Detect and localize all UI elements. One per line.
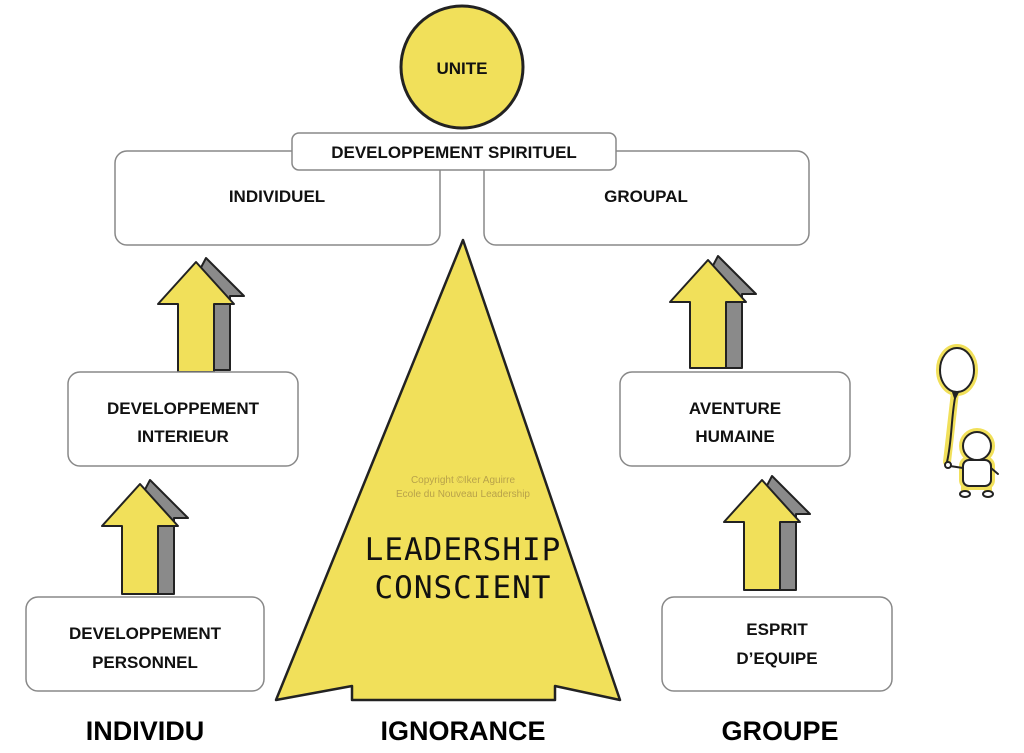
- unity-label: UNITE: [437, 59, 488, 78]
- footer-individu: INDIVIDU: [86, 716, 205, 746]
- box-developpement-personnel-line-1: DEVELOPPEMENT: [69, 624, 222, 643]
- box-aventure-humaine-line-1: AVENTURE: [689, 399, 781, 418]
- pyramid: Copyright ©Iker Aguirre Ecole du Nouveau…: [274, 238, 622, 702]
- arrow-up-icon: [157, 257, 245, 373]
- pyramid-title-line-1: LEADERSHIP: [365, 532, 562, 568]
- copyright-line-2: Ecole du Nouveau Leadership: [396, 489, 530, 500]
- spiritual-bar-label: DEVELOPPEMENT SPIRITUEL: [331, 143, 577, 162]
- box-developpement-interieur-line-1: DEVELOPPEMENT: [107, 399, 260, 418]
- box-esprit-equipe-line-2: D’EQUIPE: [736, 649, 817, 668]
- box-aventure-humaine-line-2: HUMAINE: [695, 427, 774, 446]
- arrow-up-icon: [723, 475, 811, 591]
- child-with-balloon-icon: [936, 344, 999, 498]
- box-groupal: GROUPAL: [483, 150, 810, 246]
- box-developpement-personnel: DEVELOPPEMENT PERSONNEL: [25, 596, 265, 692]
- box-esprit-equipe-line-1: ESPRIT: [746, 620, 808, 639]
- box-developpement-personnel-line-2: PERSONNEL: [92, 653, 198, 672]
- box-individuel: INDIVIDUEL: [114, 150, 441, 246]
- box-esprit-equipe: ESPRIT D’EQUIPE: [661, 596, 893, 692]
- box-individuel-label: INDIVIDUEL: [229, 187, 325, 206]
- box-developpement-interieur-line-2: INTERIEUR: [137, 427, 229, 446]
- box-developpement-interieur: DEVELOPPEMENT INTERIEUR: [67, 371, 299, 467]
- unity-circle: UNITE: [399, 4, 525, 130]
- spiritual-bar: DEVELOPPEMENT SPIRITUEL: [291, 132, 617, 171]
- box-aventure-humaine: AVENTURE HUMAINE: [619, 371, 851, 467]
- footer-groupe: GROUPE: [721, 716, 838, 746]
- footer-ignorance: IGNORANCE: [380, 716, 545, 746]
- arrow-up-icon: [669, 255, 757, 369]
- arrow-up-icon: [101, 479, 189, 595]
- pyramid-title-line-2: CONSCIENT: [375, 570, 552, 606]
- copyright-line-1: Copyright ©Iker Aguirre: [411, 475, 516, 486]
- box-groupal-label: GROUPAL: [604, 187, 688, 206]
